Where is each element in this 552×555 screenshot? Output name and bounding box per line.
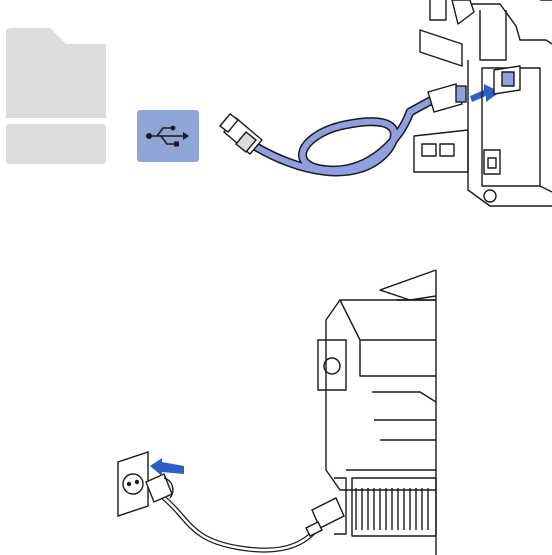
usb-trident-icon — [137, 110, 199, 162]
wall-outlet-icon — [118, 452, 148, 516]
